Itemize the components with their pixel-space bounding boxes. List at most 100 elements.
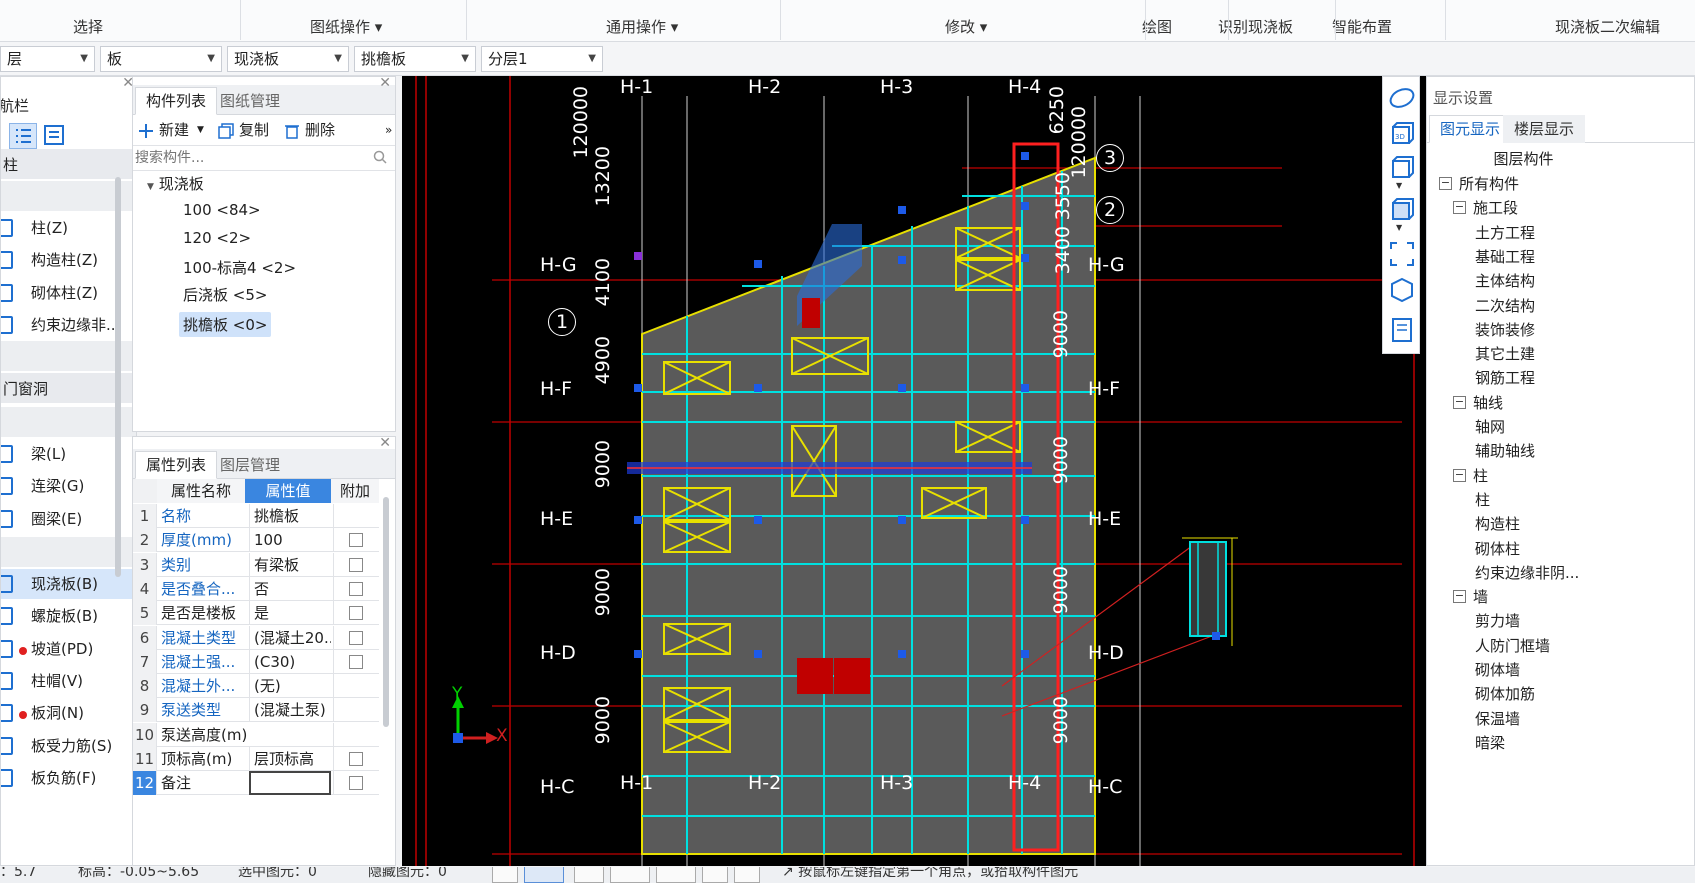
- 3d-view-icon[interactable]: 3D: [1387, 119, 1417, 149]
- display-tree-item[interactable]: 墙: [1473, 588, 1489, 607]
- property-value[interactable]: (C30): [249, 649, 331, 674]
- property-value[interactable]: [249, 771, 331, 796]
- ribbon-group-label[interactable]: 识别现浇板: [1218, 18, 1294, 36]
- nav-item[interactable]: 现浇板(B): [1, 569, 136, 599]
- nav-item[interactable]: 柱(Z): [1, 213, 136, 243]
- display-tree-item[interactable]: 剪力墙: [1475, 612, 1521, 631]
- component-view-icon[interactable]: [1387, 275, 1417, 305]
- nav-item[interactable]: 坡道(PD): [1, 634, 136, 664]
- chevron-down-icon[interactable]: ▼: [1396, 223, 1403, 232]
- nav-item[interactable]: 柱帽(V): [1, 666, 136, 696]
- collapse-icon[interactable]: −: [1453, 200, 1466, 215]
- collapse-icon[interactable]: −: [1453, 589, 1466, 604]
- nav-section-beam[interactable]: [1, 407, 136, 437]
- cad-drawing[interactable]: [402, 76, 1532, 866]
- component-search-input[interactable]: [135, 148, 365, 168]
- property-scrollbar[interactable]: [383, 497, 389, 727]
- property-value[interactable]: 100: [249, 528, 331, 553]
- nav-item[interactable]: 螺旋板(B): [1, 601, 136, 631]
- cube-view-icon[interactable]: [1387, 153, 1417, 183]
- close-icon[interactable]: ✕: [379, 75, 391, 91]
- collapse-icon[interactable]: −: [1453, 467, 1466, 482]
- close-icon[interactable]: ✕: [122, 76, 134, 91]
- cross-select-button[interactable]: [574, 867, 604, 883]
- chevron-down-icon[interactable]: ▼: [197, 125, 204, 135]
- floor-select[interactable]: 层▼: [0, 46, 95, 72]
- tree-item[interactable]: 后浇板 <5>: [183, 286, 268, 305]
- display-tree-item[interactable]: 保温墙: [1475, 709, 1521, 728]
- nav-item[interactable]: 连梁(G): [1, 471, 136, 501]
- component-select[interactable]: 挑檐板▼: [354, 46, 476, 72]
- offset-tool-button[interactable]: [656, 867, 696, 883]
- tab-drawing-management[interactable]: 图纸管理: [220, 92, 281, 110]
- display-tree-item[interactable]: 其它土建: [1475, 345, 1536, 364]
- display-tree-item[interactable]: 轴线: [1473, 393, 1504, 412]
- ribbon-group-label[interactable]: 选择: [73, 18, 104, 36]
- property-value[interactable]: 有梁板: [249, 552, 331, 577]
- ribbon-group-label[interactable]: 智能布置: [1332, 18, 1393, 36]
- expand-icon[interactable]: ▼: [147, 182, 154, 192]
- orbit-icon[interactable]: [1387, 83, 1417, 113]
- display-tree-item[interactable]: 土方工程: [1475, 223, 1536, 242]
- display-tree-item[interactable]: 施工段: [1473, 199, 1519, 218]
- ribbon-group-label[interactable]: 绘图: [1142, 18, 1173, 36]
- snap-toggle-button[interactable]: [492, 867, 518, 883]
- collapse-icon[interactable]: −: [1453, 394, 1466, 409]
- display-tree-item[interactable]: 所有构件: [1459, 175, 1520, 193]
- display-tree-item[interactable]: 砌体墙: [1475, 661, 1521, 679]
- display-tree-item[interactable]: 人防门框墙: [1475, 636, 1551, 655]
- display-tree-item[interactable]: 基础工程: [1475, 247, 1536, 266]
- checkbox[interactable]: [349, 533, 363, 548]
- chevron-down-icon[interactable]: ▼: [1396, 181, 1403, 190]
- detail-view-icon[interactable]: [41, 123, 69, 149]
- display-tree-item[interactable]: 暗梁: [1475, 733, 1506, 752]
- nav-item[interactable]: 板受力筋(S): [1, 731, 136, 761]
- copy-button[interactable]: 复制: [239, 121, 270, 139]
- property-value[interactable]: (无): [249, 674, 331, 699]
- slab-outline[interactable]: [641, 156, 1096, 855]
- new-button[interactable]: 新建: [159, 121, 190, 139]
- ribbon-group-label[interactable]: 通用操作 ▾: [606, 18, 679, 36]
- layer-tool-button[interactable]: [702, 867, 728, 883]
- close-icon[interactable]: ✕: [379, 435, 391, 451]
- tree-item[interactable]: 挑檐板 <0>: [179, 312, 272, 338]
- view-report-icon[interactable]: [1387, 315, 1417, 345]
- display-tree-item[interactable]: 柱: [1475, 490, 1491, 509]
- tab-element-display[interactable]: 图元显示: [1429, 115, 1512, 143]
- checkbox[interactable]: [349, 557, 363, 572]
- tab-floor-display[interactable]: 楼层显示: [1503, 115, 1586, 143]
- nav-scrollbar[interactable]: [115, 177, 121, 577]
- tab-layer-management[interactable]: 图层管理: [220, 456, 281, 474]
- display-tree-item[interactable]: 约束边缘非阴...: [1475, 563, 1580, 582]
- property-value[interactable]: 是: [249, 601, 331, 626]
- tree-item[interactable]: 100 <84>: [183, 201, 261, 219]
- nav-item[interactable]: 砌体柱(Z): [1, 278, 136, 308]
- display-tree-item[interactable]: 二次结构: [1475, 296, 1536, 315]
- display-tree-item[interactable]: 钢筋工程: [1475, 369, 1536, 388]
- nav-item[interactable]: 构造柱(Z): [1, 245, 136, 275]
- more-icon[interactable]: »: [385, 123, 393, 137]
- display-tree-item[interactable]: 主体结构: [1475, 272, 1536, 291]
- ribbon-group-label[interactable]: 修改 ▾: [945, 18, 988, 36]
- nav-item[interactable]: 圈梁(E): [1, 504, 136, 534]
- nav-section-openings[interactable]: 门窗洞: [1, 373, 136, 403]
- nav-item[interactable]: 板洞(N): [1, 698, 136, 728]
- type-select[interactable]: 板▼: [100, 46, 222, 72]
- property-value[interactable]: (混凝土泵): [249, 698, 331, 723]
- display-tree-item[interactable]: 装饰装修: [1475, 320, 1536, 339]
- checkbox[interactable]: [349, 654, 363, 669]
- display-tree-item[interactable]: 砌体柱: [1475, 539, 1521, 558]
- layer-select[interactable]: 分层1▼: [481, 46, 603, 72]
- list-view-icon[interactable]: [9, 123, 37, 149]
